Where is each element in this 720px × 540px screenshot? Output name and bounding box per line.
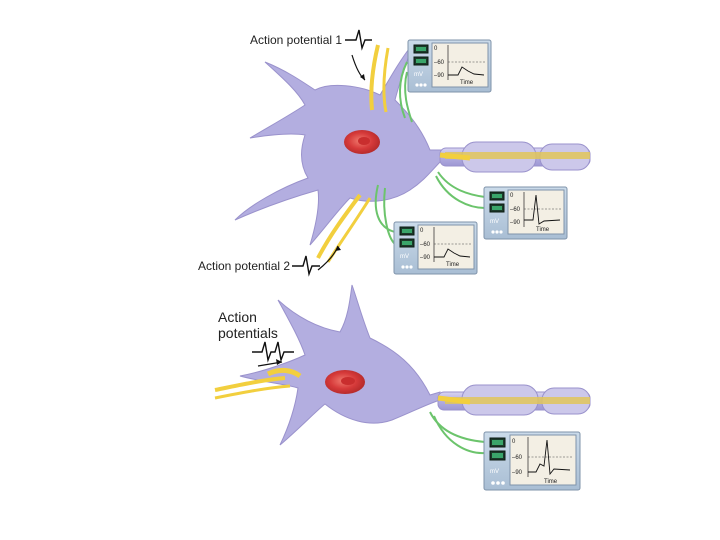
scope-tick-bot: –90 xyxy=(510,220,521,226)
scope-unit: mV xyxy=(490,219,499,225)
axon-core xyxy=(445,397,590,404)
scope-unit: mV xyxy=(414,72,423,78)
oscilloscope-icon: 0 –60 –90 mV Time xyxy=(483,431,581,491)
neuron-bottom-body xyxy=(239,284,441,446)
scope-tick-mid: –60 xyxy=(420,242,431,248)
scope-tick-top: 0 xyxy=(434,46,438,52)
neuron-top-body xyxy=(234,44,443,246)
scope-tick-top: 0 xyxy=(512,439,516,445)
nucleolus xyxy=(358,137,370,145)
neuron-bottom xyxy=(214,284,591,455)
scope-tick-mid: –60 xyxy=(510,207,521,213)
scope-unit: mV xyxy=(400,254,409,260)
label-action-potentials-line1: Action xyxy=(218,309,257,325)
action-potential-spike-icon xyxy=(345,29,372,51)
microelectrode-icon xyxy=(437,171,486,198)
action-potential-spike-icon xyxy=(292,255,320,277)
scope-time: Time xyxy=(536,227,550,233)
presynaptic-axon-1 xyxy=(369,44,380,111)
scope-time: Time xyxy=(446,262,460,268)
label-action-potential-1: Action potential 1 xyxy=(250,33,342,47)
microelectrode-icon xyxy=(433,415,486,455)
microelectrode-icon xyxy=(399,61,408,119)
presynaptic-axon-2 xyxy=(316,193,362,259)
oscilloscope-icon: 0 –60 –90 mV Time xyxy=(393,221,478,275)
scope-tick-bot: –90 xyxy=(512,470,523,476)
nucleolus xyxy=(341,377,355,385)
label-action-potential-2: Action potential 2 xyxy=(198,259,290,273)
neuron-top xyxy=(234,44,591,271)
scope-tick-bot: –90 xyxy=(420,255,431,261)
oscilloscope-icon: 0 –60 –90 mV Time xyxy=(407,39,492,93)
scope-tick-bot: –90 xyxy=(434,73,445,79)
scope-unit: mV xyxy=(490,469,499,475)
microelectrode-icon xyxy=(374,184,396,233)
axon-core xyxy=(445,152,590,159)
scope-time: Time xyxy=(544,479,558,485)
scope-tick-top: 0 xyxy=(420,228,424,234)
scope-tick-mid: –60 xyxy=(434,60,445,66)
microelectrode-icon xyxy=(435,175,486,209)
action-potential-spike-icon xyxy=(252,341,294,363)
scope-tick-mid: –60 xyxy=(512,455,523,461)
scope-tick-top: 0 xyxy=(510,193,514,199)
oscilloscope-icon: 0 –60 –90 mV Time xyxy=(483,186,568,240)
microelectrode-icon xyxy=(429,411,486,443)
microelectrode-icon xyxy=(404,71,413,123)
label-action-potentials-line2: potentials xyxy=(218,325,278,341)
scope-time: Time xyxy=(460,80,474,86)
microelectrode-icon xyxy=(383,187,396,245)
presynaptic-axon xyxy=(214,376,286,392)
